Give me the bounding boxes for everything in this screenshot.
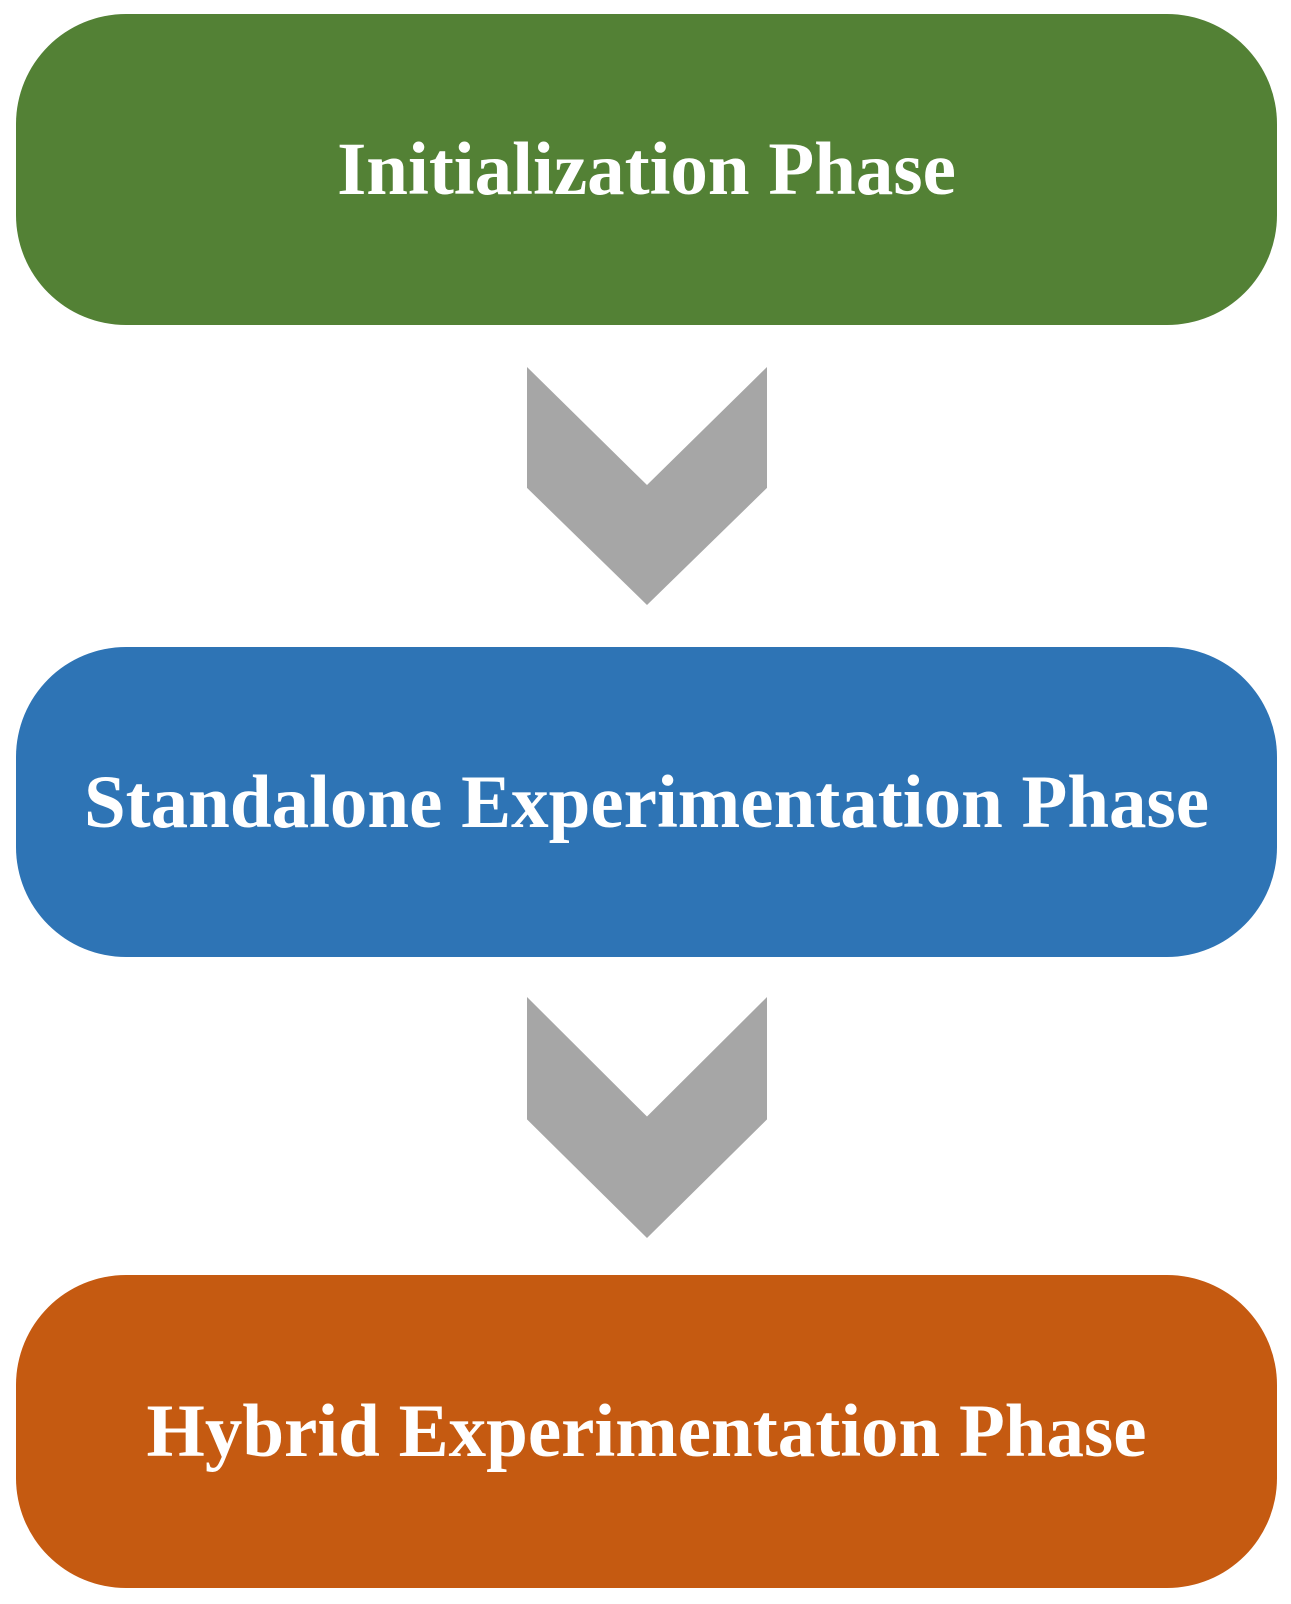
phase-label-standalone-experimentation: Standalone Experimentation Phase xyxy=(83,760,1210,844)
down-chevron-icon xyxy=(527,997,767,1238)
phase-box-standalone-experimentation: Standalone Experimentation Phase xyxy=(16,647,1277,957)
phase-box-initialization: Initialization Phase xyxy=(16,14,1277,325)
down-chevron-icon xyxy=(527,367,767,605)
phase-label-initialization: Initialization Phase xyxy=(337,128,956,211)
phase-label-hybrid-experimentation: Hybrid Experimentation Phase xyxy=(146,1390,1147,1473)
phase-box-hybrid-experimentation: Hybrid Experimentation Phase xyxy=(16,1275,1277,1588)
